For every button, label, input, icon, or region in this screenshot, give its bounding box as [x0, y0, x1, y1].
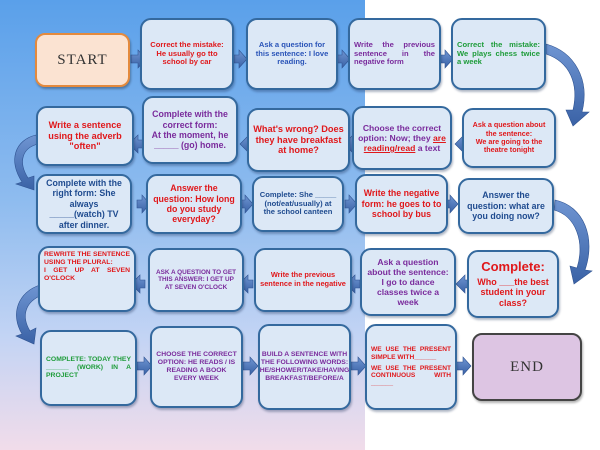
- curved-arrow: [553, 199, 593, 285]
- card-line: I go to dance classes twice a week: [376, 276, 440, 308]
- curved-arrow: [14, 134, 39, 191]
- task-card: WE USE THE PRESENT SIMPLE WITH______ WE U…: [365, 324, 457, 410]
- task-card: COMPLETE: TODAY THEY ______ (WORK) IN A …: [40, 330, 137, 406]
- arrow-right: [344, 194, 358, 214]
- card-line: We are going to the theatre tonight: [475, 137, 543, 155]
- arrow-right: [242, 356, 259, 376]
- start-box: START: [35, 33, 130, 87]
- task-card: Complete: She _____ (not/eat/usually) at…: [252, 176, 344, 232]
- task-card: Correct the mistake: We plays chess twic…: [451, 18, 546, 90]
- task-card: Correct the mistake: He usually go tto s…: [140, 18, 234, 90]
- card-line: WE USE THE PRESENT SIMPLE WITH______: [371, 346, 451, 361]
- task-card: Write a sentence using the adverb "often…: [36, 106, 134, 166]
- task-card: Complete:Who ___the best student in your…: [467, 250, 559, 318]
- arrow-right: [233, 49, 248, 69]
- task-card: Complete with the right form: She always…: [36, 174, 132, 234]
- task-card: Answer the question: How long do you stu…: [146, 174, 242, 234]
- task-card: CHOOSE THE CORRECT OPTION: HE READS / IS…: [150, 326, 243, 408]
- curved-arrow: [15, 284, 43, 345]
- end-box: END: [472, 333, 582, 401]
- card-line: At the moment, he _____ (go) home.: [151, 130, 229, 151]
- option-text: are reading/read: [363, 132, 446, 154]
- curved-arrow: [545, 43, 590, 127]
- task-card: BUILD A SENTENCE WITH THE FOLLOWING WORD…: [258, 324, 351, 410]
- task-card: Answer the question: what are you doing …: [458, 178, 554, 234]
- task-card: Write the previous sentence in the negat…: [348, 18, 441, 90]
- task-card: Ask a question about the sentence:I go t…: [360, 248, 456, 316]
- card-line: REWRITE THE SENTENCE USING THE PLURAL:: [44, 251, 130, 267]
- task-card: Choose the correct option: Now; they are…: [352, 106, 452, 170]
- task-card: Complete with the correct form:At the mo…: [142, 96, 238, 164]
- card-text: a text: [415, 143, 441, 154]
- arrow-right: [350, 356, 367, 376]
- card-line: Complete with the correct form:: [152, 109, 228, 130]
- task-card: Ask a question for this sentence: I love…: [246, 18, 338, 90]
- task-card: REWRITE THE SENTENCE USING THE PLURAL:I …: [38, 246, 136, 312]
- task-card: Write the previous sentence in the negat…: [254, 248, 352, 312]
- card-line: I GET UP AT SEVEN O'CLOCK: [44, 267, 130, 283]
- card-title: Complete:: [481, 259, 545, 275]
- task-card: Write the negative form: he goes to to s…: [355, 174, 448, 234]
- task-card: Ask a question about the sentence:We are…: [462, 108, 556, 168]
- arrow-right: [455, 356, 472, 376]
- card-line: Ask a question about the sentence:: [367, 256, 449, 277]
- card-line: WE USE THE PRESENT CONTINUOUS WITH _____…: [371, 364, 451, 388]
- arrow-right: [136, 356, 153, 376]
- card-line: Who ___the best student in your class?: [477, 276, 549, 308]
- card-text: Choose the correct option: Now; they: [358, 122, 442, 143]
- task-card: ASK A QUESTION TO GET THIS ANSWER: I GET…: [148, 248, 244, 312]
- task-card: What's wrong? Does they have breakfast a…: [247, 108, 350, 172]
- card-line: Ask a question about the sentence:: [472, 120, 546, 138]
